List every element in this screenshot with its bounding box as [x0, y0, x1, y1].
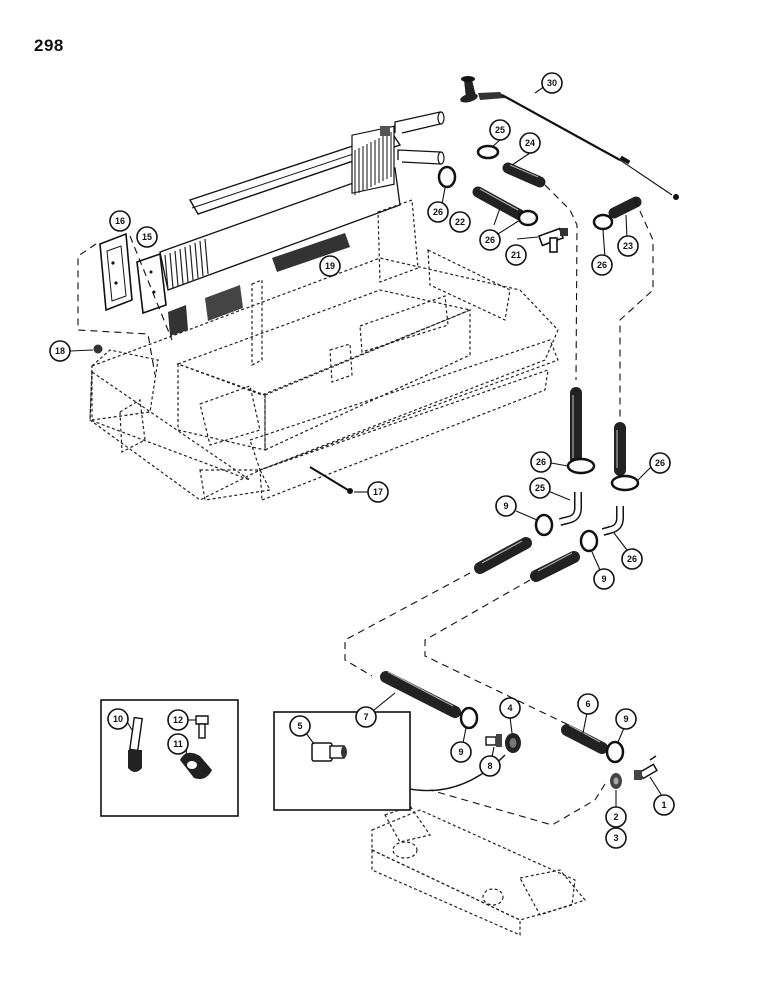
heater-core-assembly	[159, 111, 445, 336]
inset-box-5	[273, 711, 411, 811]
callout-8: 8	[479, 755, 501, 777]
mounting-brackets	[99, 232, 167, 315]
callout-25: 26	[621, 548, 643, 570]
callout-6: 6	[577, 693, 599, 715]
callout-11: 11	[167, 733, 189, 755]
svg-text:7: 7	[363, 712, 368, 722]
callout-9: 9	[615, 708, 637, 730]
callout-24: 24	[519, 132, 541, 154]
svg-text:10: 10	[113, 714, 123, 724]
callout-30: 30	[541, 72, 563, 94]
svg-text:17: 17	[373, 487, 383, 497]
svg-text:26: 26	[485, 235, 495, 245]
callout-2: 2	[605, 806, 627, 828]
callout-26: 26	[427, 201, 449, 223]
control-cable-30	[460, 76, 679, 200]
callout-1: 1	[653, 794, 675, 816]
callout-9: 9	[495, 495, 517, 517]
callout-16: 16	[109, 210, 131, 232]
callout-23: 23	[617, 235, 639, 257]
nut-18	[93, 344, 103, 354]
callout-26: 26	[591, 254, 613, 276]
bolt-17	[309, 466, 353, 494]
callout-3: 3	[605, 827, 627, 849]
middle-hose-b	[530, 551, 580, 582]
callout-10: 10	[107, 708, 129, 730]
callout-15: 15	[136, 226, 158, 248]
hose-clamps-26	[437, 144, 614, 231]
callout-5: 5	[289, 715, 311, 737]
svg-text:21: 21	[511, 250, 521, 260]
drain-valve-1	[634, 755, 658, 780]
svg-text:9: 9	[503, 501, 508, 511]
svg-text:19: 19	[325, 261, 335, 271]
svg-text:22: 22	[455, 217, 465, 227]
svg-text:5: 5	[297, 721, 302, 731]
svg-text:25: 25	[535, 483, 545, 493]
svg-text:3: 3	[613, 833, 618, 843]
vertical-hose-right	[614, 422, 626, 476]
svg-text:26: 26	[627, 554, 637, 564]
svg-text:26: 26	[597, 260, 607, 270]
svg-text:25: 25	[495, 125, 505, 135]
svg-text:23: 23	[623, 241, 633, 251]
engine-block-outline	[371, 805, 587, 936]
callout-9: 9	[593, 568, 615, 590]
fitting-4	[505, 733, 521, 753]
svg-text:26: 26	[536, 457, 546, 467]
callout-26: 26	[649, 452, 671, 474]
callout-22: 22	[449, 211, 471, 233]
callout-19: 19	[319, 255, 341, 277]
callout-7: 7	[355, 706, 377, 728]
callout-21: 21	[505, 244, 527, 266]
svg-text:26: 26	[433, 207, 443, 217]
svg-text:2: 2	[613, 812, 618, 822]
svg-text:30: 30	[547, 78, 557, 88]
upper-hose-24	[502, 162, 546, 188]
middle-hose-a	[474, 537, 532, 574]
fitting-8	[485, 734, 502, 747]
svg-text:9: 9	[623, 714, 628, 724]
svg-text:8: 8	[487, 761, 492, 771]
cab-floor-frame	[89, 199, 559, 501]
callout-26: 26	[479, 229, 501, 251]
vertical-hose-left	[570, 387, 582, 466]
callout-18: 18	[49, 340, 71, 362]
svg-text:24: 24	[525, 138, 535, 148]
lower-hose-7	[380, 671, 461, 718]
svg-text:26: 26	[655, 458, 665, 468]
svg-text:15: 15	[142, 232, 152, 242]
svg-text:9: 9	[458, 747, 463, 757]
water-valve-21	[537, 227, 568, 253]
callout-4: 4	[499, 697, 521, 719]
upper-hose-23	[608, 196, 642, 219]
svg-text:18: 18	[55, 346, 65, 356]
callout-9: 9	[450, 741, 472, 763]
fittings-2-3	[610, 773, 622, 789]
lower-hose-6	[561, 724, 608, 754]
svg-text:11: 11	[173, 739, 183, 749]
callout-12: 12	[167, 709, 189, 731]
callout-26: 26	[530, 451, 552, 473]
svg-text:1: 1	[661, 800, 666, 810]
upper-hose-22	[472, 186, 526, 221]
page-number: 298	[34, 36, 64, 55]
callout-17: 17	[367, 481, 389, 503]
svg-text:12: 12	[173, 715, 183, 725]
callout-25: 25	[529, 477, 551, 499]
hose-elbows-25	[559, 492, 624, 536]
svg-text:6: 6	[585, 699, 590, 709]
callout-26: 25	[489, 119, 511, 141]
svg-text:4: 4	[507, 703, 512, 713]
svg-text:9: 9	[601, 574, 606, 584]
svg-text:16: 16	[115, 216, 125, 226]
